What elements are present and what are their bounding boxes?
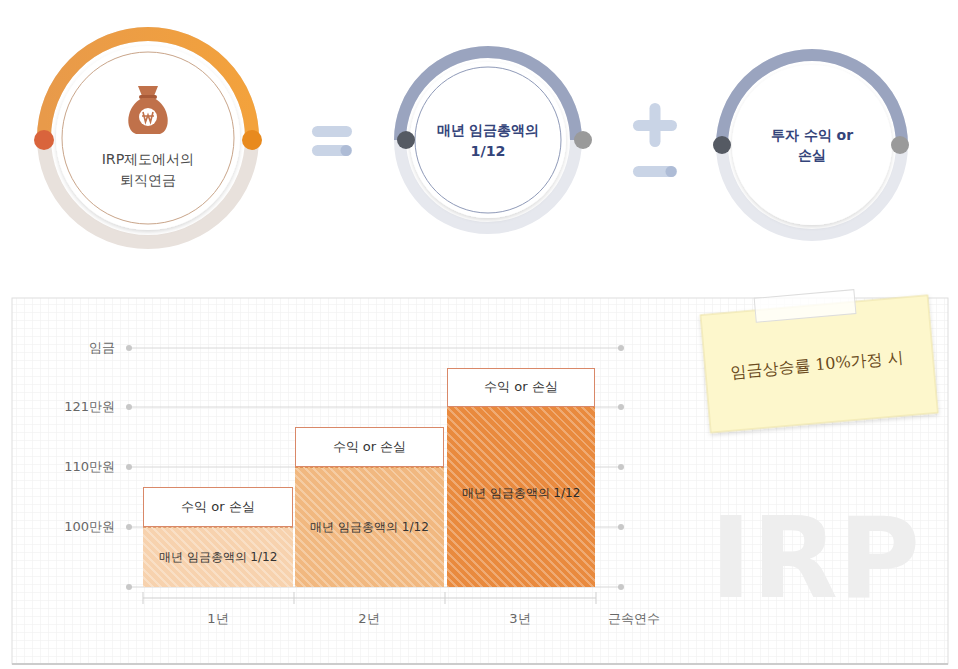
- axis-value: 121만원: [64, 398, 115, 416]
- wage-circle-text: 매년 임금총액의 1/12: [423, 110, 553, 172]
- axis-value: 100만원: [64, 518, 115, 536]
- x-axis: [143, 592, 596, 604]
- sticky-note-text: 임금상승률 10%가정 시: [709, 321, 924, 409]
- equals-sign: [312, 126, 352, 156]
- axis-tick-label: 3년: [509, 610, 530, 628]
- grid-dots: [126, 345, 624, 590]
- sticky-note-text: 임금상승률 10%가정 시: [729, 346, 904, 384]
- investment-circle-text: 투자 수익 or 손실: [764, 125, 860, 166]
- result-circle-text: IRP제도에서의 퇴직연금: [88, 149, 208, 190]
- result-circle-text: IRP제도에서의 퇴직연금: [78, 140, 218, 200]
- return-box: 수익 or 손실: [484, 378, 558, 397]
- wage-circle-text: 매년 임금총액의 1/12: [428, 120, 548, 161]
- wage-bar: 매년 임금총액의 1/12: [310, 519, 429, 536]
- return-box: 수익 or 손실: [295, 427, 444, 467]
- money-bag-icon: [128, 86, 167, 134]
- axis-tick-label: 1년: [207, 610, 228, 628]
- return-box: 수익 or 손실: [143, 487, 293, 527]
- wage-circle: [397, 52, 592, 228]
- axis-value: 110만원: [64, 458, 115, 476]
- return-box: 수익 or 손실: [181, 498, 255, 517]
- wage-bar: 매년 임금총액의 1/12: [295, 467, 444, 587]
- investment-circle: [713, 55, 909, 235]
- plus-minus-sign: [633, 103, 677, 177]
- watermark: IRP: [710, 493, 920, 623]
- axis-label: 임금: [89, 339, 115, 357]
- return-box: 수익 or 손실: [447, 368, 595, 407]
- gridlines: [129, 348, 621, 587]
- axis-title: 근속연수: [608, 610, 660, 628]
- axis-tick-label: 2년: [358, 610, 379, 628]
- wage-bar: 매년 임금총액의 1/12: [447, 407, 595, 587]
- result-circle: [34, 34, 262, 242]
- wage-bar: 매년 임금총액의 1/12: [143, 527, 293, 587]
- return-box: 수익 or 손실: [333, 438, 407, 457]
- investment-circle-text: 투자 수익 or 손실: [752, 115, 872, 175]
- wage-bar: 매년 임금총액의 1/12: [159, 549, 278, 566]
- sticky-note: [699, 283, 937, 432]
- wage-bar: 매년 임금총액의 1/12: [462, 485, 581, 502]
